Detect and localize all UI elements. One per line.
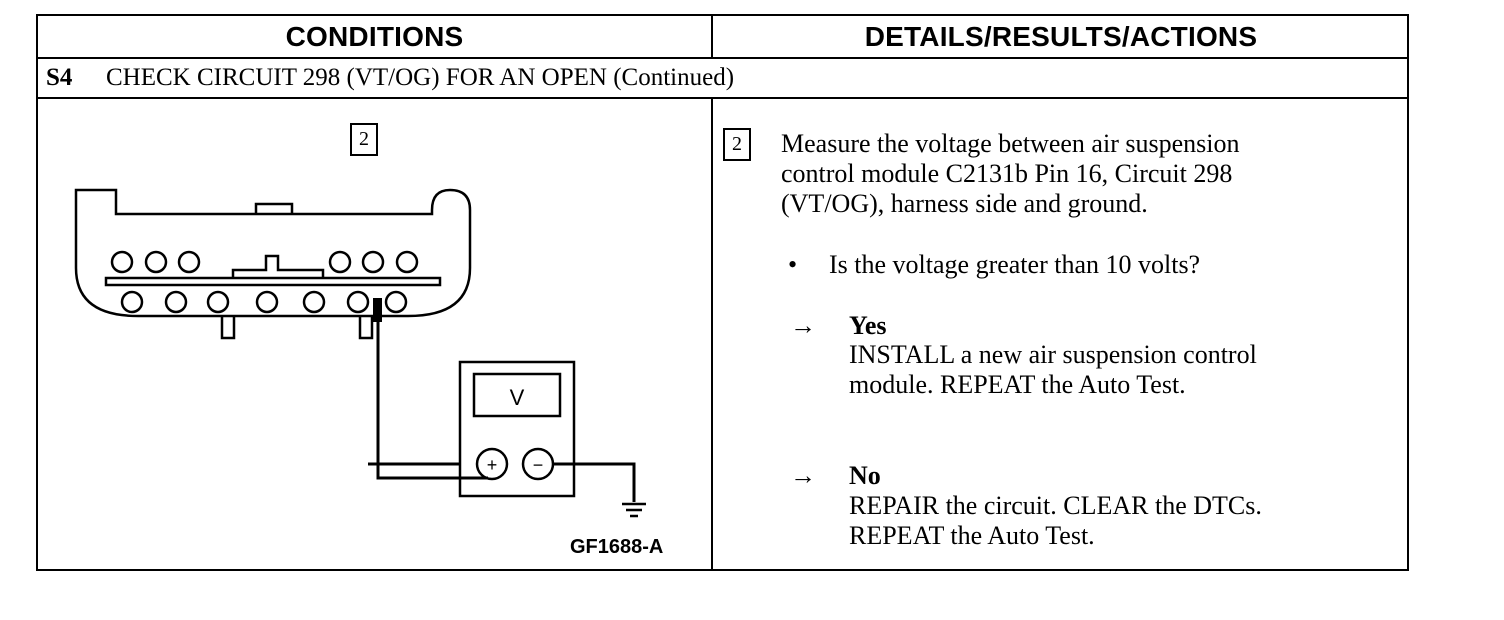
details-step-number: 2 xyxy=(723,128,751,161)
ground-symbol xyxy=(622,502,646,518)
connector-tab-right xyxy=(358,316,374,340)
yes-action-line: INSTALL a new air suspension control xyxy=(849,340,1257,369)
connector-separator xyxy=(104,276,442,287)
no-action-line: REPEAT the Auto Test. xyxy=(849,521,1095,550)
step-id: S4 xyxy=(46,64,73,91)
voltmeter-diagram: V + − xyxy=(368,360,646,518)
yes-action-line: module. REPEAT the Auto Test. xyxy=(849,370,1186,399)
positive-terminal xyxy=(475,447,509,481)
pin xyxy=(384,290,408,314)
pin xyxy=(302,290,326,314)
question-bullet: • xyxy=(788,250,798,279)
yes-arrow: → xyxy=(790,311,816,340)
header-rule xyxy=(38,57,1407,59)
probe-tip xyxy=(373,298,382,322)
connector-outline xyxy=(74,188,472,318)
figure-step-number: 2 xyxy=(350,123,378,156)
instruction-line: control module C2131b Pin 16, Circuit 29… xyxy=(781,159,1233,188)
voltmeter-display xyxy=(472,372,562,418)
pin xyxy=(346,290,370,314)
connector-voltmeter-diagram xyxy=(74,188,488,480)
step-rule xyxy=(38,97,1407,99)
connector-key xyxy=(231,254,325,278)
pin xyxy=(395,250,419,274)
details-header: DETAILS/RESULTS/ACTIONS xyxy=(864,21,1258,52)
figure-id: GF1688-A xyxy=(570,536,664,558)
connector-tab-left xyxy=(220,316,236,340)
ground-lead xyxy=(553,462,636,502)
yes-label: Yes xyxy=(849,311,887,340)
meter-label: V xyxy=(510,385,525,410)
pin xyxy=(361,250,385,274)
pin xyxy=(164,290,188,314)
minus-symbol: − xyxy=(533,455,544,475)
pin xyxy=(328,250,352,274)
probe-lead xyxy=(376,316,488,480)
plus-symbol: + xyxy=(487,455,498,475)
pin xyxy=(206,290,230,314)
conditions-header: CONDITIONS xyxy=(285,21,464,52)
pin xyxy=(177,250,201,274)
step-title: CHECK CIRCUIT 298 (VT/OG) FOR AN OPEN (C… xyxy=(106,64,735,91)
instruction-line: (VT/OG), harness side and ground. xyxy=(781,189,1148,218)
pin xyxy=(120,290,144,314)
instruction-line: Measure the voltage between air suspensi… xyxy=(781,129,1240,158)
pin xyxy=(144,250,168,274)
step-row: S4 CHECK CIRCUIT 298 (VT/OG) FOR AN OPEN… xyxy=(38,59,1407,97)
no-action-line: REPAIR the circuit. CLEAR the DTCs. xyxy=(849,491,1262,520)
no-label: No xyxy=(849,461,881,490)
connector-latch xyxy=(254,202,294,214)
no-arrow: → xyxy=(790,461,816,490)
body-divider xyxy=(711,99,713,571)
header-divider xyxy=(711,16,713,57)
diagnostic-table: CONDITIONS DETAILS/RESULTS/ACTIONS S4 CH… xyxy=(36,14,1409,571)
pin xyxy=(255,290,279,314)
voltmeter-body xyxy=(458,360,576,498)
pin xyxy=(110,250,134,274)
question-text: Is the voltage greater than 10 volts? xyxy=(829,250,1201,279)
